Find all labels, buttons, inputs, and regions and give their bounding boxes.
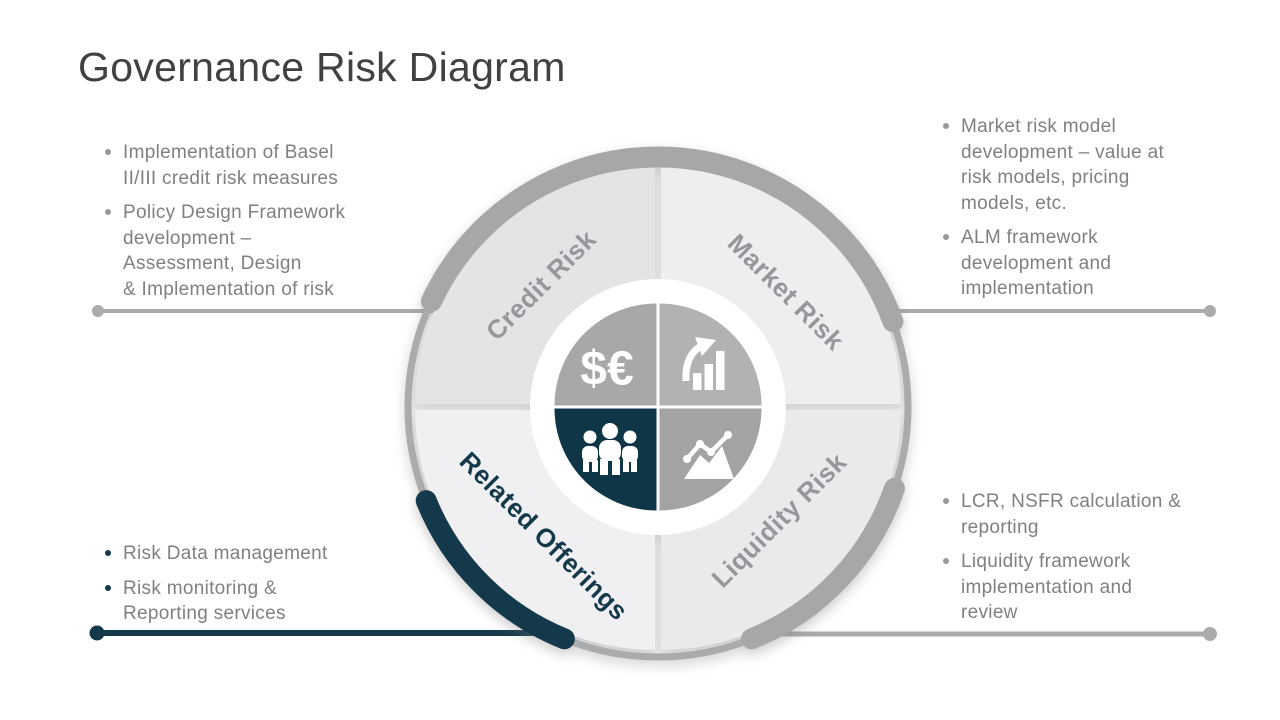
callout-item: ALM framework development and implementa…	[941, 225, 1216, 302]
callout-item: Risk monitoring & Reporting services	[103, 576, 378, 627]
arc-segment-top	[566, 146, 755, 183]
callout-item: Implementation of Basel II/III credit ri…	[103, 140, 378, 191]
callout-item: Risk Data management	[103, 541, 378, 567]
callout-market-risk: Market risk model development – value at…	[941, 114, 1216, 311]
people-group-icon	[582, 423, 638, 475]
callout-list: Implementation of Basel II/III credit ri…	[103, 140, 378, 302]
callout-item: Policy Design Framework development – As…	[103, 200, 378, 302]
callout-credit-risk: Implementation of Basel II/III credit ri…	[103, 140, 378, 311]
callout-item: Market risk model development – value at…	[941, 114, 1216, 216]
risk-wheel: $€	[404, 146, 912, 661]
callout-liquidity-risk: LCR, NSFR calculation & reporting Liquid…	[941, 489, 1231, 635]
dollar-euro-icon: $€	[580, 343, 633, 396]
connector-dot-market	[1204, 305, 1216, 317]
connector-dot-credit	[92, 305, 104, 317]
hub-white-ring	[530, 279, 786, 535]
hub-quadrant-liquidity	[659, 408, 762, 511]
bar-chart-arrow-icon	[682, 337, 725, 390]
callout-list: LCR, NSFR calculation & reporting Liquid…	[941, 489, 1231, 626]
line-area-chart-icon	[683, 431, 734, 479]
callout-list: Risk Data management Risk monitoring & R…	[103, 541, 378, 627]
arc-segment-credit-left	[420, 160, 588, 312]
arc-segment-related-offerings	[415, 490, 575, 650]
arc-segment-market-right	[733, 161, 904, 332]
connector-dot-liquidity	[1203, 627, 1217, 641]
callout-item: Liquidity framework implementation and r…	[941, 549, 1231, 626]
hub-quadrant-credit	[554, 303, 657, 406]
connector-dot-related	[89, 625, 105, 641]
callout-item: LCR, NSFR calculation & reporting	[941, 489, 1231, 540]
callout-related-offerings: Risk Data management Risk monitoring & R…	[103, 541, 378, 636]
callout-list: Market risk model development – value at…	[941, 114, 1216, 302]
slide-title: Governance Risk Diagram	[78, 44, 566, 90]
arc-segment-liquidity	[741, 477, 905, 650]
connector-lines	[89, 305, 1217, 641]
